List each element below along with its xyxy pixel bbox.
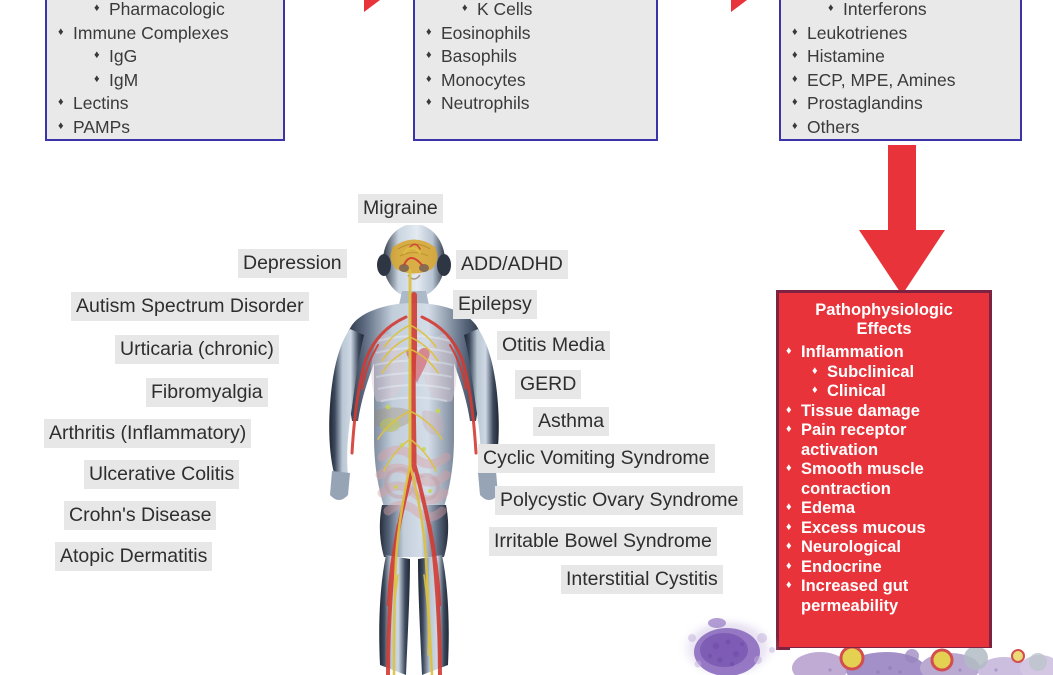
condition-tag-epilepsy: Epilepsy xyxy=(453,290,537,319)
list-item: Clinical xyxy=(785,381,985,402)
list-item: IgM xyxy=(55,68,277,93)
list-item: Leukotrienes xyxy=(789,21,1014,46)
arrow-right-triggers-to-cells xyxy=(364,0,380,12)
list-item: Lectins xyxy=(55,91,277,116)
list-item: Interferons xyxy=(789,0,1014,22)
list-item: Pharmacologic xyxy=(55,0,277,22)
condition-tag-gerd: GERD xyxy=(515,370,582,399)
condition-tag-urticaria-chronic: Urticaria (chronic) xyxy=(115,335,279,364)
pathophysiologic-title-line2: Effects xyxy=(856,320,912,338)
list-item: DAMPs xyxy=(58,138,64,139)
list-item: PAMPs xyxy=(55,115,277,140)
list-item: Subclinical xyxy=(785,362,985,383)
list-item: Prostaglandins xyxy=(789,91,1014,116)
pathophysiologic-list: Inflammation Subclinical Clinical Tissue… xyxy=(779,339,989,616)
condition-tag-ulcerative-colitis: Ulcerative Colitis xyxy=(84,460,240,489)
condition-tag-add-adhd: ADD/ADHD xyxy=(456,250,568,279)
pathophysiologic-title-line1: Pathophysiologic xyxy=(815,301,953,319)
arrow-down-to-pathophysiologic xyxy=(859,145,945,295)
condition-tag-otitis-media: Otitis Media xyxy=(497,331,610,360)
list-item: Monocytes xyxy=(423,68,650,93)
list-item: K Cells xyxy=(423,0,650,22)
list-item: Others xyxy=(789,115,1014,140)
list-item: Inflammation xyxy=(785,342,985,363)
list-item: IgG xyxy=(55,44,277,69)
list-item: Immune Complexes xyxy=(55,21,277,46)
list-item: Basophils xyxy=(423,44,650,69)
condition-tag-fibromyalgia: Fibromyalgia xyxy=(146,378,268,407)
list-item: Endocrine xyxy=(785,557,985,578)
triggers-box: Pharmacologic Immune Complexes IgG IgM L… xyxy=(45,0,285,141)
condition-tag-interstitial-cystitis: Interstitial Cystitis xyxy=(561,565,723,594)
list-item: Increased gut permeability xyxy=(785,576,985,616)
list-item: Smooth muscle contraction xyxy=(785,459,985,499)
condition-tag-cyclic-vomiting-syndrome: Cyclic Vomiting Syndrome xyxy=(478,444,715,473)
condition-tag-migraine: Migraine xyxy=(358,194,443,223)
list-item: Excess mucous xyxy=(785,518,985,539)
mediators-list: Interferons Leukotrienes Histamine ECP, … xyxy=(789,0,1014,139)
list-item: Neutrophils xyxy=(423,91,650,116)
arrow-right-cells-to-mediators xyxy=(731,0,747,12)
cells-list: K Cells Eosinophils Basophils Monocytes … xyxy=(423,0,650,116)
cells-box: K Cells Eosinophils Basophils Monocytes … xyxy=(413,0,658,141)
condition-tag-crohns-disease: Crohn's Disease xyxy=(64,501,217,530)
pathophysiologic-effects-box: Pathophysiologic Effects Inflammation Su… xyxy=(776,290,992,650)
list-item: Edema xyxy=(785,498,985,519)
human-anatomy-figure xyxy=(329,225,499,675)
list-item: Histamine xyxy=(789,44,1014,69)
list-item: ECP, MPE, Amines xyxy=(789,68,1014,93)
condition-tag-depression: Depression xyxy=(238,249,347,278)
condition-tag-autism-spectrum-disorder: Autism Spectrum Disorder xyxy=(71,292,309,321)
condition-tag-arthritis-inflammatory: Arthritis (Inflammatory) xyxy=(44,419,252,448)
condition-tag-irritable-bowel-syndrome: Irritable Bowel Syndrome xyxy=(489,527,717,556)
immune-cells-micrograph xyxy=(790,648,1053,675)
list-item: Neurological xyxy=(785,537,985,558)
list-item: Pain receptor activation xyxy=(785,420,985,460)
list-item: Tissue damage xyxy=(785,401,985,422)
condition-tag-atopic-dermatitis: Atopic Dermatitis xyxy=(55,542,213,571)
list-item: Eosinophils xyxy=(423,21,650,46)
pathophysiologic-title: Pathophysiologic Effects xyxy=(779,293,989,339)
mast-cell-micrograph xyxy=(676,614,780,675)
condition-tag-polycystic-ovary-syndrome: Polycystic Ovary Syndrome xyxy=(495,486,744,515)
mediators-box: Interferons Leukotrienes Histamine ECP, … xyxy=(779,0,1022,141)
triggers-list: Pharmacologic Immune Complexes IgG IgM L… xyxy=(55,0,277,140)
condition-tag-asthma: Asthma xyxy=(533,407,610,436)
